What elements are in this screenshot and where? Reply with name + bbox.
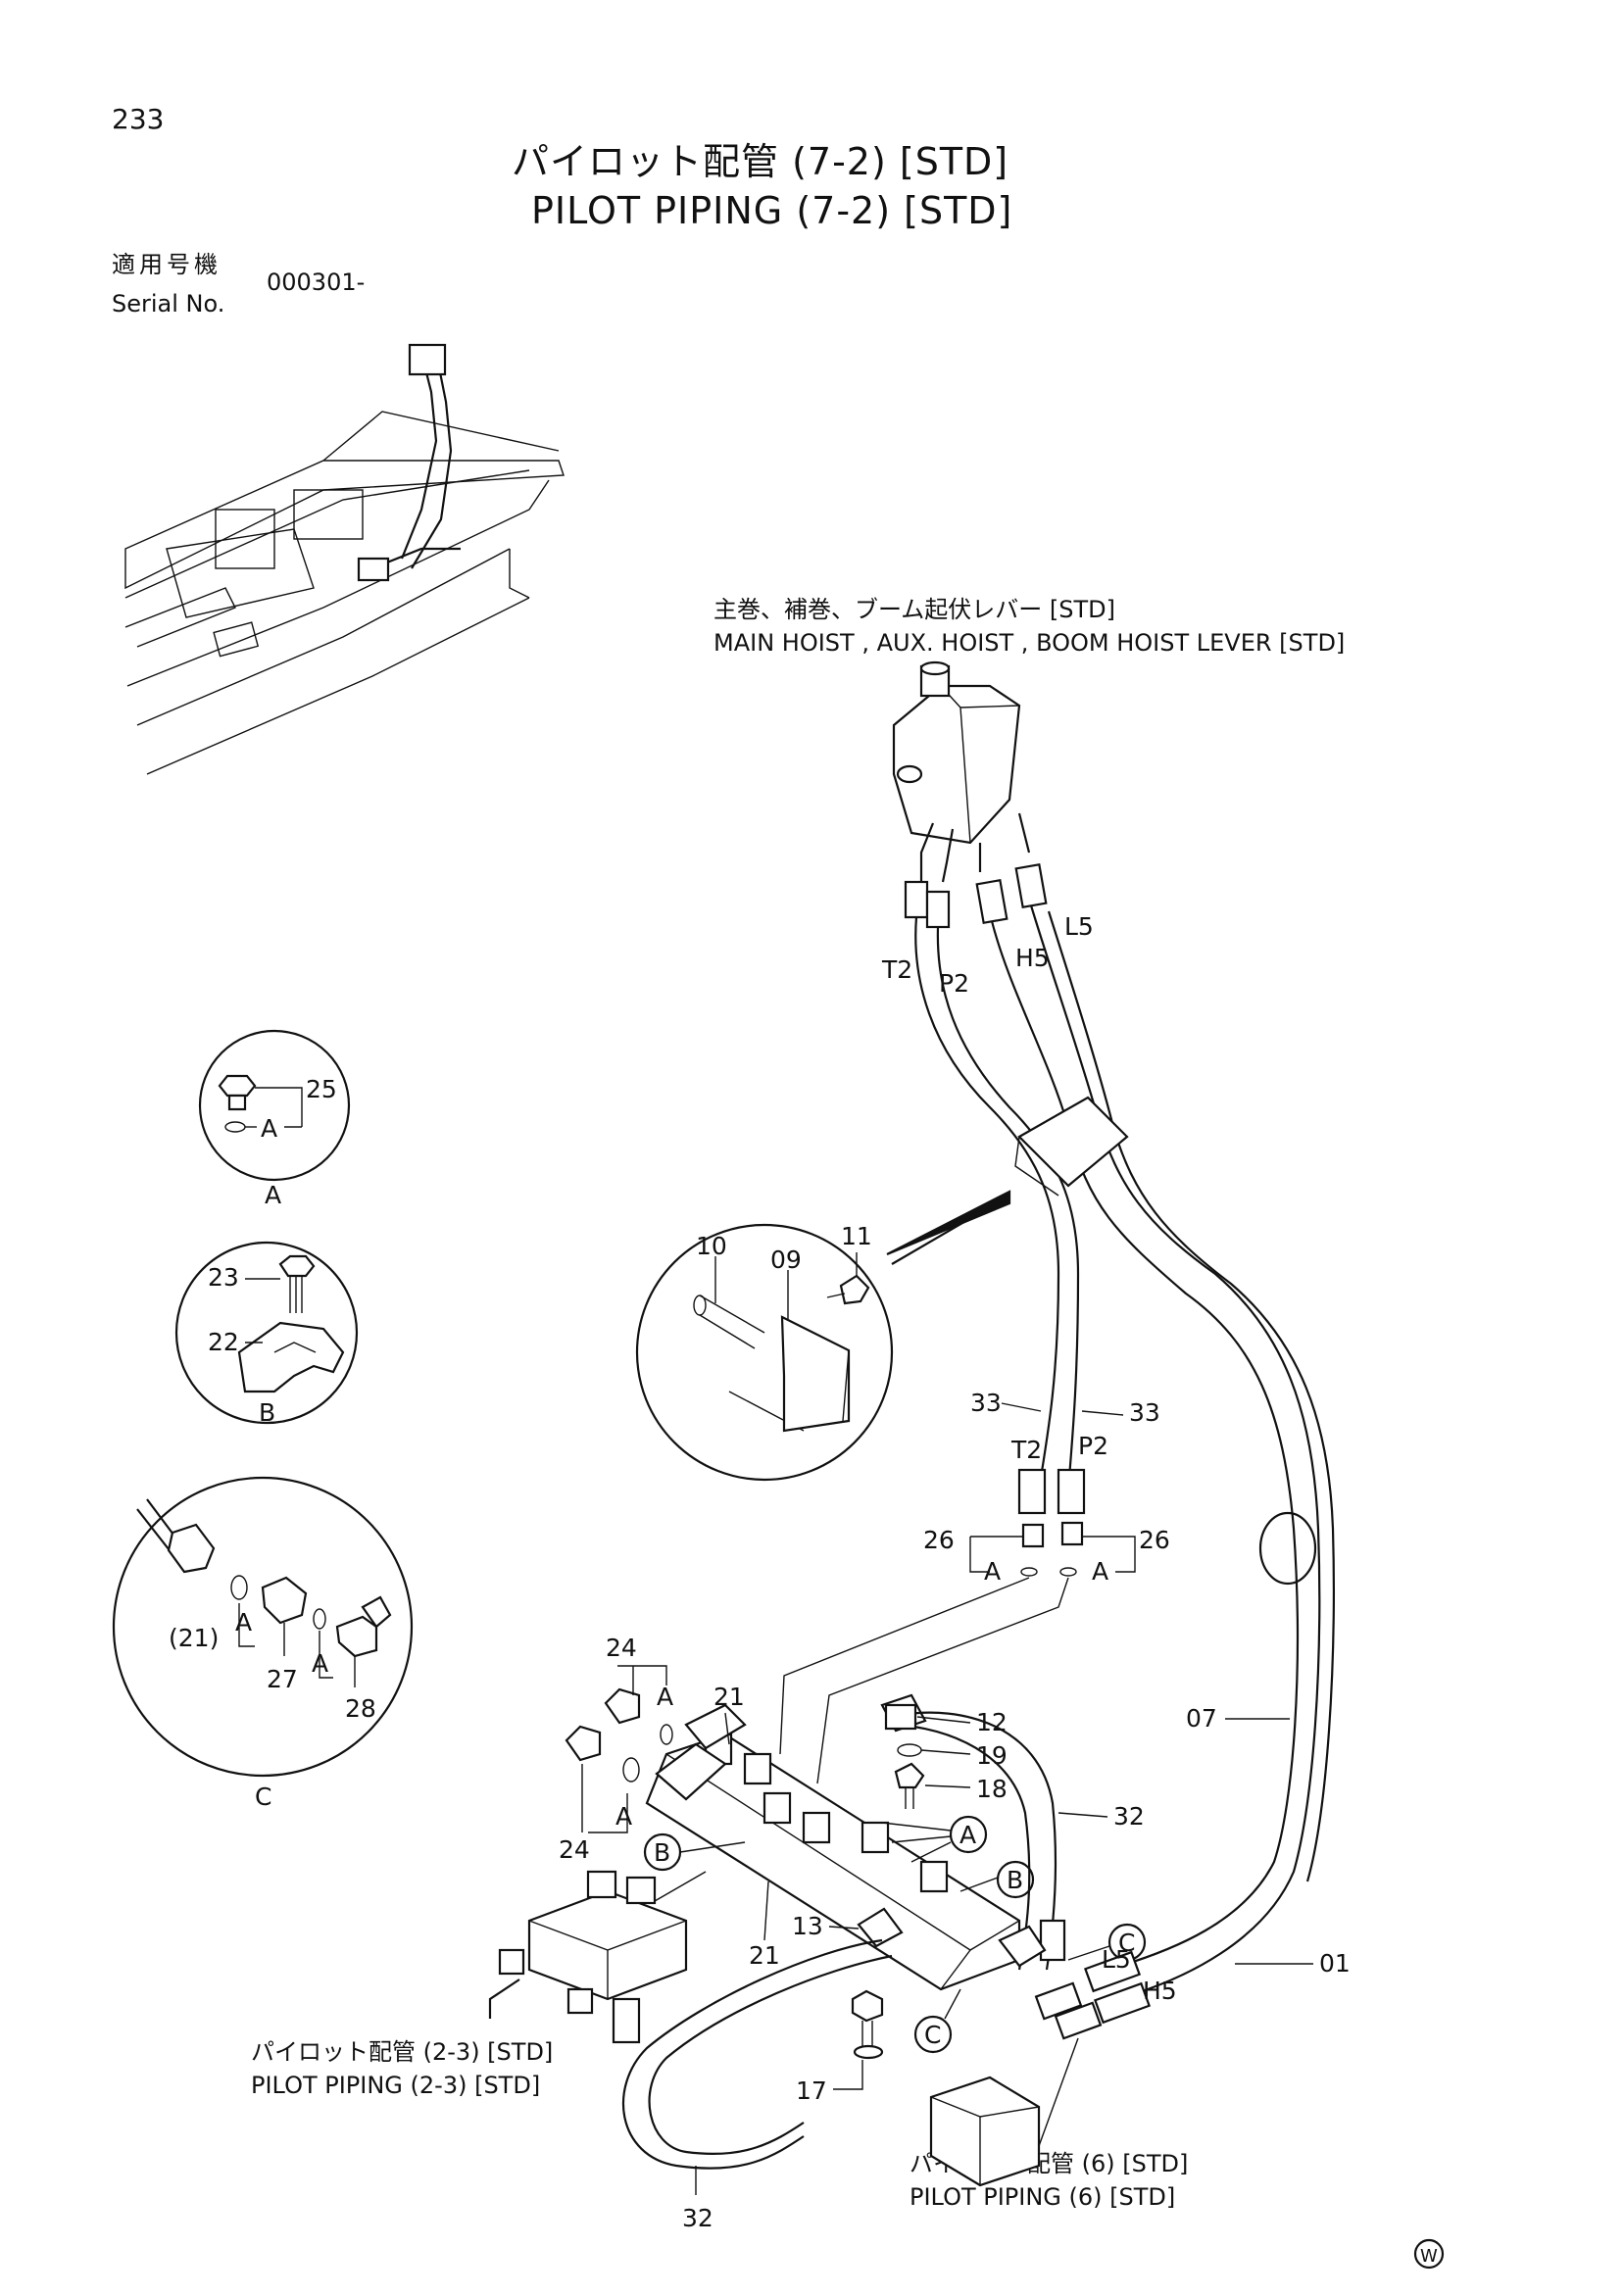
port-label-t2-top: T2: [881, 955, 912, 984]
detail-b-part-22: 22: [208, 1328, 239, 1356]
part-24-top: 24: [606, 1634, 637, 1662]
lever-label-jp: 主巻、補巻、ブーム起伏レバー [STD]: [713, 596, 1116, 623]
detail-c-part-27: 27: [267, 1665, 298, 1693]
ref-pilot-2-3-jp: パイロット配管 (2-3) [STD]: [251, 2038, 554, 2066]
serial-value: 000301-: [267, 269, 366, 296]
detail-b-part-23: 23: [208, 1263, 239, 1292]
sub-letter-a-2: A: [1092, 1557, 1108, 1586]
part-callouts: 33 33 26 26 A A 24 A 24 A 21 21 12 19 18…: [559, 1389, 1351, 2232]
part-13: 13: [792, 1912, 823, 1940]
part-18: 18: [976, 1775, 1008, 1803]
pilot-hoses: T2 P2: [779, 904, 1335, 2001]
circled-ref-b-2: B: [654, 1838, 670, 1867]
part-26-right: 26: [1139, 1526, 1170, 1554]
sub-letter-a-1: A: [984, 1557, 1001, 1586]
part-01: 01: [1319, 1949, 1351, 1978]
ref-pilot-6-en: PILOT PIPING (6) [STD]: [910, 2183, 1176, 2211]
page-number: 233: [112, 103, 165, 135]
port-label-l5-top: L5: [1064, 912, 1094, 941]
detail-c-part-21: (21): [169, 1624, 219, 1652]
part-07: 07: [1186, 1704, 1217, 1733]
sub-letter-a-4: A: [615, 1802, 632, 1831]
bracket-part-11: 11: [841, 1222, 872, 1250]
part-33-right: 33: [1129, 1398, 1160, 1427]
port-label-t2-mid: T2: [1010, 1436, 1042, 1464]
detail-b-letter: B: [259, 1398, 275, 1427]
page-title-jp: パイロット配管 (7-2) [STD]: [512, 140, 1009, 183]
bracket-part-09: 09: [770, 1246, 802, 1274]
serial-label-jp: 適用号機: [112, 251, 221, 278]
part-32-right: 32: [1113, 1802, 1145, 1831]
hoist-lever-unit: T2 P2 H5 L5: [881, 660, 1094, 998]
circled-ref-c-1: C: [1118, 1929, 1135, 1957]
part-19: 19: [976, 1741, 1008, 1770]
sub-letter-a-3: A: [657, 1683, 673, 1711]
overview-frame-drawing: [124, 343, 565, 775]
detail-view-b: 23 22 B: [174, 1241, 359, 1427]
bracket-detail: 10 09 11: [635, 1190, 1011, 1482]
port-label-p2-mid: P2: [1078, 1432, 1108, 1460]
part-24-bottom: 24: [559, 1835, 590, 1864]
part-17: 17: [796, 2076, 827, 2105]
detail-c-sub-1: A: [235, 1608, 252, 1637]
part-32-bottom: 32: [682, 2204, 713, 2232]
ref-pilot-2-3-en: PILOT PIPING (2-3) [STD]: [251, 2072, 541, 2099]
watermark-letter: W: [1420, 2246, 1438, 2267]
bracket-part-10: 10: [696, 1232, 727, 1260]
circled-ref-b-1: B: [1007, 1866, 1023, 1894]
part-21-top: 21: [713, 1683, 745, 1711]
page-title-en: PILOT PIPING (7-2) [STD]: [531, 189, 1013, 232]
serial-label-en: Serial No.: [112, 290, 225, 318]
part-26-left: 26: [923, 1526, 955, 1554]
part-12: 12: [976, 1708, 1008, 1736]
watermark-logo: W: [1413, 2238, 1445, 2270]
valve-block-left: [488, 1870, 707, 2019]
detail-a-part: 25: [306, 1075, 337, 1103]
valve-block-right: L5 H5: [929, 1945, 1177, 2187]
lever-label-en: MAIN HOIST , AUX. HOIST , BOOM HOIST LEV…: [713, 629, 1346, 657]
detail-a-sub: A: [261, 1114, 277, 1143]
detail-c-letter: C: [255, 1783, 271, 1811]
manifold-assembly: A B B C C: [565, 1687, 1147, 2170]
detail-view-c: (21) A 27 A 28 C: [112, 1476, 414, 1811]
port-label-h5-low: H5: [1143, 1977, 1177, 2005]
detail-a-letter: A: [265, 1181, 281, 1209]
circled-ref-a: A: [959, 1821, 976, 1849]
detail-c-part-28: 28: [345, 1694, 376, 1723]
detail-view-a: 25 A A: [198, 1029, 351, 1209]
part-21-bottom: 21: [749, 1941, 780, 1970]
part-33-left: 33: [970, 1389, 1002, 1417]
port-label-l5-low: L5: [1102, 1945, 1131, 1974]
circled-ref-c-2: C: [924, 2021, 941, 2049]
detail-c-sub-2: A: [312, 1649, 328, 1678]
